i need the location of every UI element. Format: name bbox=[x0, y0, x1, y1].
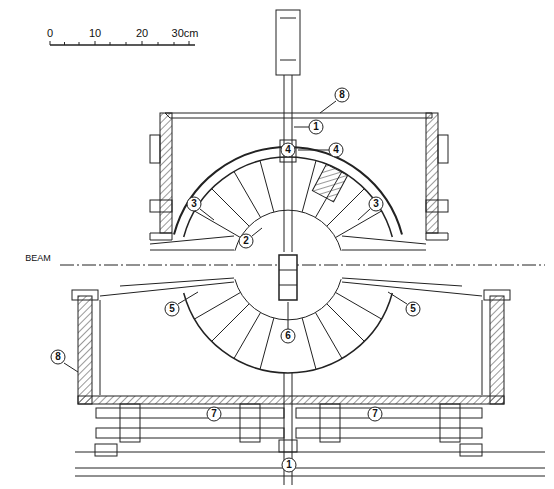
callout-number: 7 bbox=[211, 409, 217, 419]
crystal-boundary bbox=[234, 172, 261, 218]
crystal-boundary bbox=[302, 161, 316, 212]
crystal-boundary bbox=[212, 304, 250, 342]
crystal-boundary bbox=[195, 293, 241, 320]
scale-label: 20 bbox=[136, 28, 148, 39]
callout-number: 1 bbox=[286, 460, 292, 470]
crystal-boundary bbox=[316, 313, 343, 359]
crystal-boundary bbox=[234, 313, 261, 359]
callout-number: 4 bbox=[285, 145, 291, 155]
crystal-boundary bbox=[336, 293, 382, 320]
crystal-boundary bbox=[327, 304, 365, 342]
crystal-boundary bbox=[260, 318, 274, 369]
callout-number: 5 bbox=[410, 304, 416, 314]
scale-label: 10 bbox=[89, 28, 101, 39]
crystal-boundary bbox=[336, 211, 382, 238]
crystal-boundary bbox=[302, 318, 316, 369]
callout-number: 5 bbox=[169, 304, 175, 314]
callout-number: 3 bbox=[373, 199, 379, 209]
callout-number: 1 bbox=[313, 122, 319, 132]
scale-label: 0 bbox=[47, 28, 53, 39]
callout-number: 6 bbox=[285, 331, 291, 341]
callout-number: 2 bbox=[243, 236, 249, 246]
callout-number: 8 bbox=[339, 90, 345, 100]
callout-number: 4 bbox=[333, 145, 339, 155]
callout-number: 3 bbox=[191, 199, 197, 209]
beam-label: BEAM bbox=[24, 254, 52, 263]
callout-number: 8 bbox=[55, 352, 61, 362]
crystal-boundary bbox=[260, 161, 274, 212]
scale-label: 30cm bbox=[172, 28, 199, 39]
crystal-boundary bbox=[195, 211, 241, 238]
callout-number: 7 bbox=[372, 409, 378, 419]
crystal-boundary bbox=[212, 189, 250, 227]
